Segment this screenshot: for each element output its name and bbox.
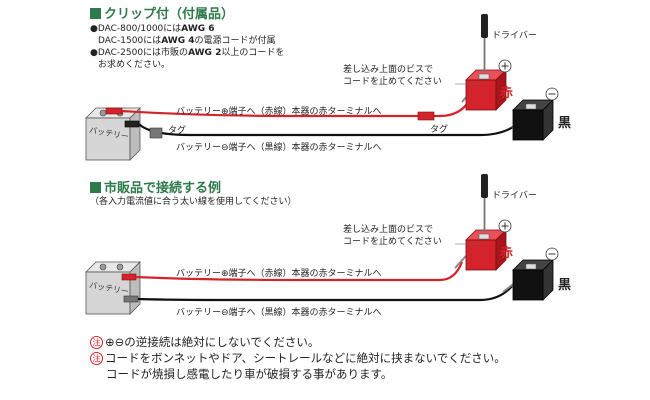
screw-note-1: 差し込み上面のビスで コードを止めてください [343,65,442,87]
plus-icon-1 [498,59,512,73]
note-line-1: ●DAC-800/1000にはAWG 6 [90,24,215,34]
red-wire-1 [121,99,471,118]
black-tag-1 [149,127,163,139]
red-clip-1 [105,107,123,115]
warnings: 注⊕⊖の逆接続は絶対にしないでください。 注コードをボンネットやドア、シートレー… [90,334,506,382]
heading-square-icon [90,182,101,193]
minus-icon-2 [545,247,559,261]
red-terminal-2 [465,229,507,271]
warning-line-3: コードが焼損し感電したり車が破損する事があります。 [106,367,393,381]
red-terminal-label-1: 赤 [500,86,514,101]
section-1-title: クリップ付（付属品） [90,3,234,22]
screw-note-2: 差し込み上面のビスで コードを止めてください [343,225,442,247]
driver-label-1: ドライバー [492,31,537,41]
red-clip-2 [121,273,137,281]
caution-icon: 注 [90,336,103,349]
tag-label-2: タグ [430,125,449,135]
black-wire-label-1: バッテリー⊖端子へ（黒線）本器の赤ターミナルへ [176,143,382,153]
heading-square-icon [90,8,101,19]
black-terminal-2 [512,259,554,301]
tag-label-1: タグ [168,126,187,136]
black-clip-1 [124,120,140,128]
driver-label-2: ドライバー [492,191,537,201]
black-wire-label-2: バッテリー⊖端子へ（黒線）本器の赤ターミナルへ [176,308,382,318]
section-2-title: 市販品で接続する例 [90,177,221,196]
note-line-2: DAC-1500にはAWG 4の電源コードが付属 [98,36,276,46]
red-wire-label-1: バッテリー⊕端子へ（赤線）本器の赤ターミナルへ [176,107,382,117]
plus-icon-2 [498,219,512,233]
section-1-notes: ●DAC-800/1000にはAWG 6 DAC-1500にはAWG 4の電源コ… [90,23,284,71]
battery-1 [85,107,141,161]
red-terminal-1 [465,69,507,111]
black-terminal-label-2: 黒 [558,278,572,293]
red-terminal-label-2: 赤 [500,246,514,261]
note-line-4: お求めください。 [98,60,171,70]
caution-icon: 注 [90,352,103,365]
black-terminal-1 [512,99,554,141]
minus-icon-1 [545,87,559,101]
black-terminal-label-1: 黒 [558,116,572,131]
screwdriver-2 [481,174,488,232]
note-line-3: ●DAC-2500には市販のAWG 2以上のコードを [90,48,285,58]
screwdriver-1 [481,14,488,72]
red-wire-2 [135,261,464,282]
black-wire-2 [137,285,513,302]
black-wire-1 [138,121,521,137]
red-wire-label-2: バッテリー⊕端子へ（赤線）本器の赤ターミナルへ [176,269,382,279]
warning-line-1: 注⊕⊖の逆接続は絶対にしないでください。 [90,334,506,350]
red-tag-1 [417,111,435,121]
section-2-subtitle: （各入力電流値に合う太い線を使用してください） [90,197,297,207]
warning-line-2: 注コードをボンネットやドア、シートレールなどに絶対に挟まないでください。 [90,350,506,366]
